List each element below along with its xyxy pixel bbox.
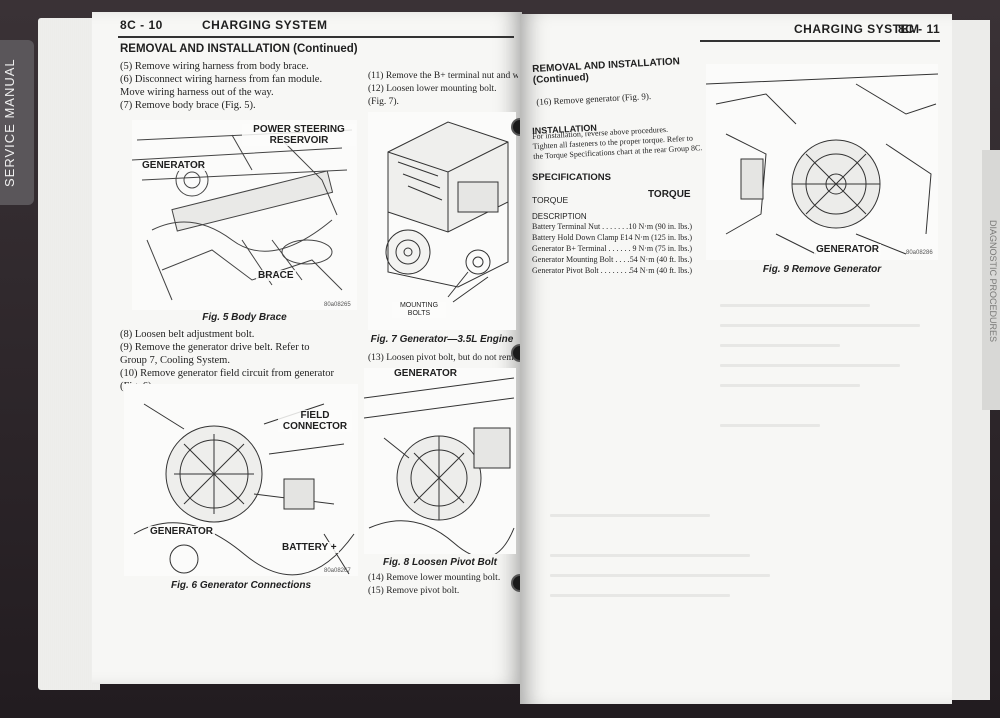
torque-row-description: Battery Hold Down Clamp Bolt . . . [532,233,625,242]
right-section-title: CHARGING SYSTEM [794,22,920,36]
fig7-caption: Fig. 7 Generator—3.5L Engine [370,334,514,345]
left-header-rule [118,36,514,38]
fig6-code: 80a08267 [324,568,351,574]
fig8-label-generator: GENERATOR [392,368,459,379]
left-page: 8C - 10 CHARGING SYSTEM REMOVAL AND INST… [92,12,522,684]
step-line: (5) Remove wiring harness from body brac… [120,61,309,72]
fig6-caption: Fig. 6 Generator Connections [170,580,312,591]
torque-row-description: Generator Pivot Bolt . . . . . . . . . .… [532,266,630,275]
fig5-label-brace: BRACE [256,270,296,281]
fig5-code: 80a08265 [324,302,351,308]
fig5-caption: Fig. 5 Body Brace [202,312,287,323]
diagnostic-tab [982,150,1000,410]
left-heading: REMOVAL AND INSTALLATION (Continued) [120,43,358,55]
generator-connections-drawing [133,403,355,576]
show-through-line [550,514,710,517]
figure-6-generator-connections [124,384,358,576]
fig6-label-field-connector: FIELD CONNECTOR [278,410,352,432]
show-through-line [550,574,770,577]
torque-row-value: 10 N·m (90 in. lbs.) [628,222,692,231]
step-line: (7) Remove body brace (Fig. 5). [120,100,256,111]
show-through-line [720,384,860,387]
torque-row: Generator Mounting Bolt . . . . . . . . … [532,255,692,265]
fig6-label-generator: GENERATOR [148,526,215,537]
step-line: (6) Disconnect wiring harness from fan m… [120,74,323,85]
torque-row-value: 54 N·m (40 ft. lbs.) [629,255,692,264]
show-through-line [720,424,820,427]
step-line: (11) Remove the B+ terminal nut and wire… [368,71,518,81]
left-step-13: (13) Loosen pivot bolt, but do not remov… [368,353,518,363]
fig7-label-mounting-bolts: MOUNTING BOLTS [392,302,446,318]
step-line: Group 7, Cooling System. [120,355,230,366]
step-line: (10) Remove generator field circuit from… [120,368,334,379]
figure-5-body-brace [132,120,357,310]
show-through-line [720,344,840,347]
service-manual-tab [0,40,34,205]
fig9-caption: Fig. 9 Remove Generator [762,264,882,275]
torque-row: Battery Hold Down Clamp Bolt . . . 14 N·… [532,233,692,243]
show-through-line [720,324,920,327]
left-bottom-steps: (14) Remove lower mounting bolt. (15) Re… [368,572,518,598]
show-through-line [550,594,730,597]
pivot-bolt-drawing [364,377,515,554]
service-manual-tab-label: SERVICE MANUAL [2,58,17,188]
figure-9-remove-generator [706,64,938,260]
description-header: DESCRIPTION [532,212,587,221]
figure-7-generator-3-5l [368,112,516,330]
torque-header-left: TORQUE [532,195,569,205]
right-page-number: 8C - 11 [898,22,941,36]
right-page: CHARGING SYSTEM 8C - 11 REMOVAL AND INST… [520,14,952,704]
torque-row-value: 14 N·m (125 in. lbs.) [624,233,692,242]
left-col2-steps: (11) Remove the B+ terminal nut and wire… [368,70,518,109]
torque-row: Battery Terminal Nut . . . . . . . . . .… [532,222,692,232]
step-line: (14) Remove lower mounting bolt. [368,573,501,583]
left-col1-steps: (5) Remove wiring harness from body brac… [120,60,356,112]
torque-header-right: TORQUE [648,189,691,200]
specifications-title: SPECIFICATIONS [532,172,611,183]
step-line: (12) Loosen lower mounting bolt. [368,84,497,94]
left-page-number: 8C - 10 [120,18,163,32]
show-through-line [550,554,750,557]
fig8-caption: Fig. 8 Loosen Pivot Bolt [383,557,497,568]
torque-row-value: 9 N·m (75 in. lbs.) [632,244,692,253]
fig9-label-generator: GENERATOR [814,244,881,255]
left-page-edges [38,18,100,690]
step-line: (Fig. 7). [368,97,399,107]
fig9-code: 80a08286 [906,250,933,256]
right-header-rule [700,40,940,42]
figure-8-loosen-pivot-bolt [364,368,516,554]
fig6-label-battery: BATTERY + [280,542,339,553]
remove-generator-drawing [706,73,938,255]
right-step-16: (16) Remove generator (Fig. 9). [536,90,652,107]
step-line: Move wiring harness out of the way. [120,87,274,98]
fig5-label-generator: GENERATOR [140,160,207,171]
show-through-line [720,364,900,367]
torque-row: Generator B+ Terminal . . . . . . . . . … [532,244,692,254]
step-line: (9) Remove the generator drive belt. Ref… [120,342,310,353]
right-heading: REMOVAL AND INSTALLATION (Continued) [532,56,681,86]
step-line: (8) Loosen belt adjustment bolt. [120,329,255,340]
engine-block-drawing [385,121,509,303]
torque-row-description: Battery Terminal Nut . . . . . . . . . . [532,222,629,231]
engine-bay-drawing [132,129,353,301]
diagnostic-tab-label: DIAGNOSTIC PROCEDURES [988,220,998,343]
fig5-label-reservoir: POWER STEERING RESERVOIR [242,124,356,146]
torque-row-description: Generator B+ Terminal . . . . . . . . . … [532,244,632,253]
left-section-title: CHARGING SYSTEM [202,18,328,32]
torque-row-description: Generator Mounting Bolt . . . . . . . . [532,255,630,264]
torque-row-value: 54 N·m (40 ft. lbs.) [629,266,692,275]
step-line: (15) Remove pivot bolt. [368,586,460,596]
torque-row: Generator Pivot Bolt . . . . . . . . . .… [532,266,692,276]
show-through-line [720,304,870,307]
